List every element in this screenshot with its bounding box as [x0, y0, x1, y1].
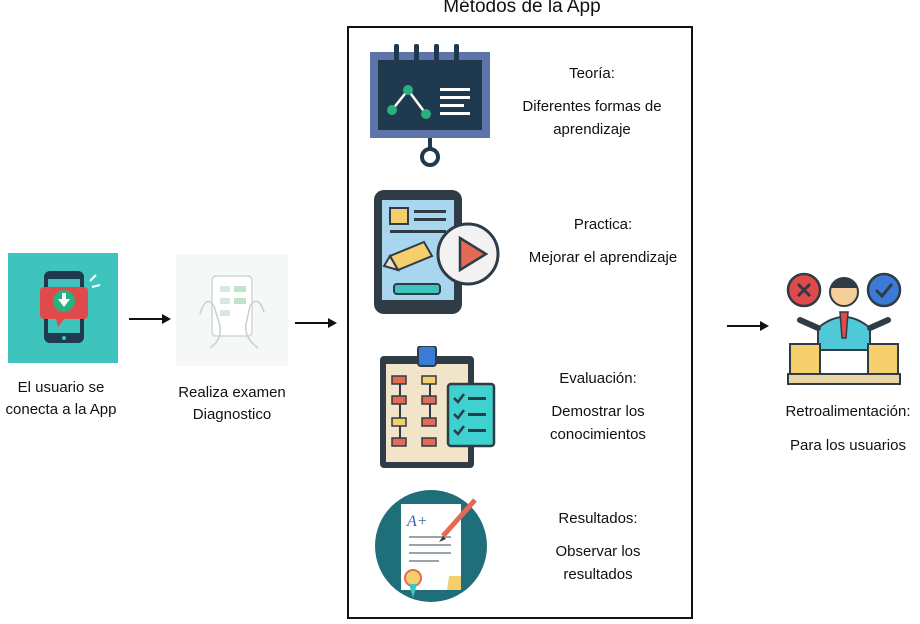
tablet-play-icon [372, 188, 502, 316]
exam-label-line2: Diagnostico [192, 406, 272, 423]
arrow-right-icon [295, 318, 337, 328]
method-evaluation-text: Evaluación: Demostrar los conocimientos [503, 367, 693, 446]
svg-text:A+: A+ [406, 513, 428, 530]
method-evaluation-heading: Evaluación: [559, 370, 637, 387]
method-theory-body-line2: aprendizaje [553, 121, 631, 138]
method-results-text: Resultados: Observar los resultados [503, 507, 693, 586]
method-evaluation-body-line1: Demostrar los [551, 403, 645, 420]
method-theory-body-line1: Diferentes formas de [522, 98, 662, 115]
tablet-exam-icon [176, 254, 288, 366]
method-practice-body-line1: Mejorar el aprendizaje [528, 249, 678, 266]
method-theory-heading: Teoría: [569, 65, 615, 82]
connect-label-line2: conecta a la App [5, 401, 117, 418]
arrow-right-icon [129, 314, 171, 324]
method-practice-text: Practica: Mejorar el aprendizaje [508, 213, 698, 269]
feedback-body: Para los usuarios [790, 437, 906, 454]
graded-paper-icon: A+ [373, 490, 489, 604]
method-results-body-line1: Observar los [555, 543, 641, 560]
exam-label: Realiza examen Diagnostico [168, 382, 296, 426]
method-results-body-line2: resultados [563, 566, 633, 583]
connect-label: El usuario se conecta a la App [0, 377, 122, 421]
methods-title: Métodos de la App [443, 0, 601, 17]
phone-download-icon [8, 253, 118, 363]
clipboard-checklist-icon [378, 345, 498, 470]
presentation-board-icon [370, 44, 490, 168]
method-evaluation-body-line2: conocimientos [550, 426, 646, 443]
arrow-right-icon [727, 321, 769, 331]
exam-label-line1: Realiza examen [178, 384, 286, 401]
method-theory-text: Teoría: Diferentes formas de aprendizaje [497, 62, 687, 141]
method-practice-heading: Practica: [573, 216, 633, 233]
feedback-heading: Retroalimentación: [785, 403, 911, 420]
connect-label-line1: El usuario se [17, 379, 105, 396]
methods-box [347, 26, 693, 619]
method-results-heading: Resultados: [558, 510, 638, 527]
feedback-text: Retroalimentación: Para los usuarios [776, 401, 920, 457]
feedback-person-icon [784, 268, 904, 386]
